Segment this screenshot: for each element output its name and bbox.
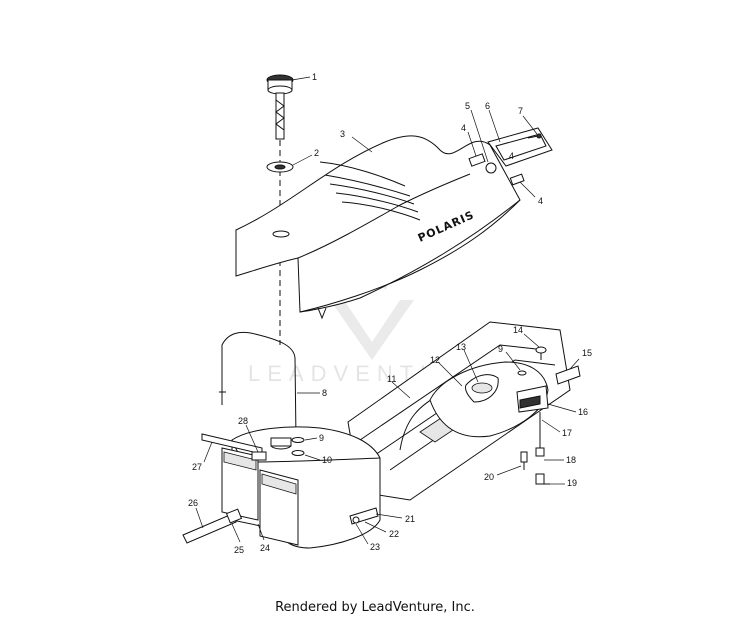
callout-24: 24	[260, 543, 270, 553]
callout-23: 23	[370, 542, 380, 552]
grommet-part	[266, 161, 294, 173]
fuel-cap-part	[266, 74, 294, 345]
callout-14: 14	[513, 325, 523, 335]
callout-25: 25	[234, 545, 244, 555]
callout-9-right: 9	[498, 344, 503, 354]
callout-27: 27	[192, 462, 202, 472]
callout-7: 7	[518, 106, 523, 116]
callout-15: 15	[582, 348, 592, 358]
callout-4-top: 4	[461, 123, 466, 133]
callout-22: 22	[389, 529, 399, 539]
callout-5: 5	[465, 101, 470, 111]
callout-21: 21	[405, 514, 415, 524]
callout-3: 3	[340, 129, 345, 139]
callout-12: 12	[430, 355, 440, 365]
seat-part: POLARIS	[235, 135, 521, 320]
callout-20: 20	[484, 472, 494, 482]
callout-4-bottom: 4	[538, 196, 543, 206]
footer-credit: Rendered by LeadVenture, Inc.	[275, 600, 475, 615]
callout-17: 17	[562, 428, 572, 438]
callout-4-middle: 4	[509, 151, 514, 161]
callout-13: 13	[456, 342, 466, 352]
callout-6: 6	[485, 101, 490, 111]
callout-28: 28	[238, 416, 248, 426]
callouts: 1 2 3 4 5 6 7 4 4 9 10 8 11 12 13 14 9 1…	[188, 72, 592, 555]
callout-10: 10	[322, 455, 332, 465]
callout-18: 18	[566, 455, 576, 465]
callout-16: 16	[578, 407, 588, 417]
callout-9-left: 9	[319, 433, 324, 443]
callout-19: 19	[567, 478, 577, 488]
callout-1: 1	[312, 72, 317, 82]
seat-hinge-hardware	[468, 127, 553, 186]
callout-11: 11	[387, 374, 396, 384]
fuel-tank-assembly	[182, 321, 581, 549]
callout-8: 8	[322, 388, 327, 398]
callout-26: 26	[188, 498, 198, 508]
callout-2: 2	[314, 148, 319, 158]
